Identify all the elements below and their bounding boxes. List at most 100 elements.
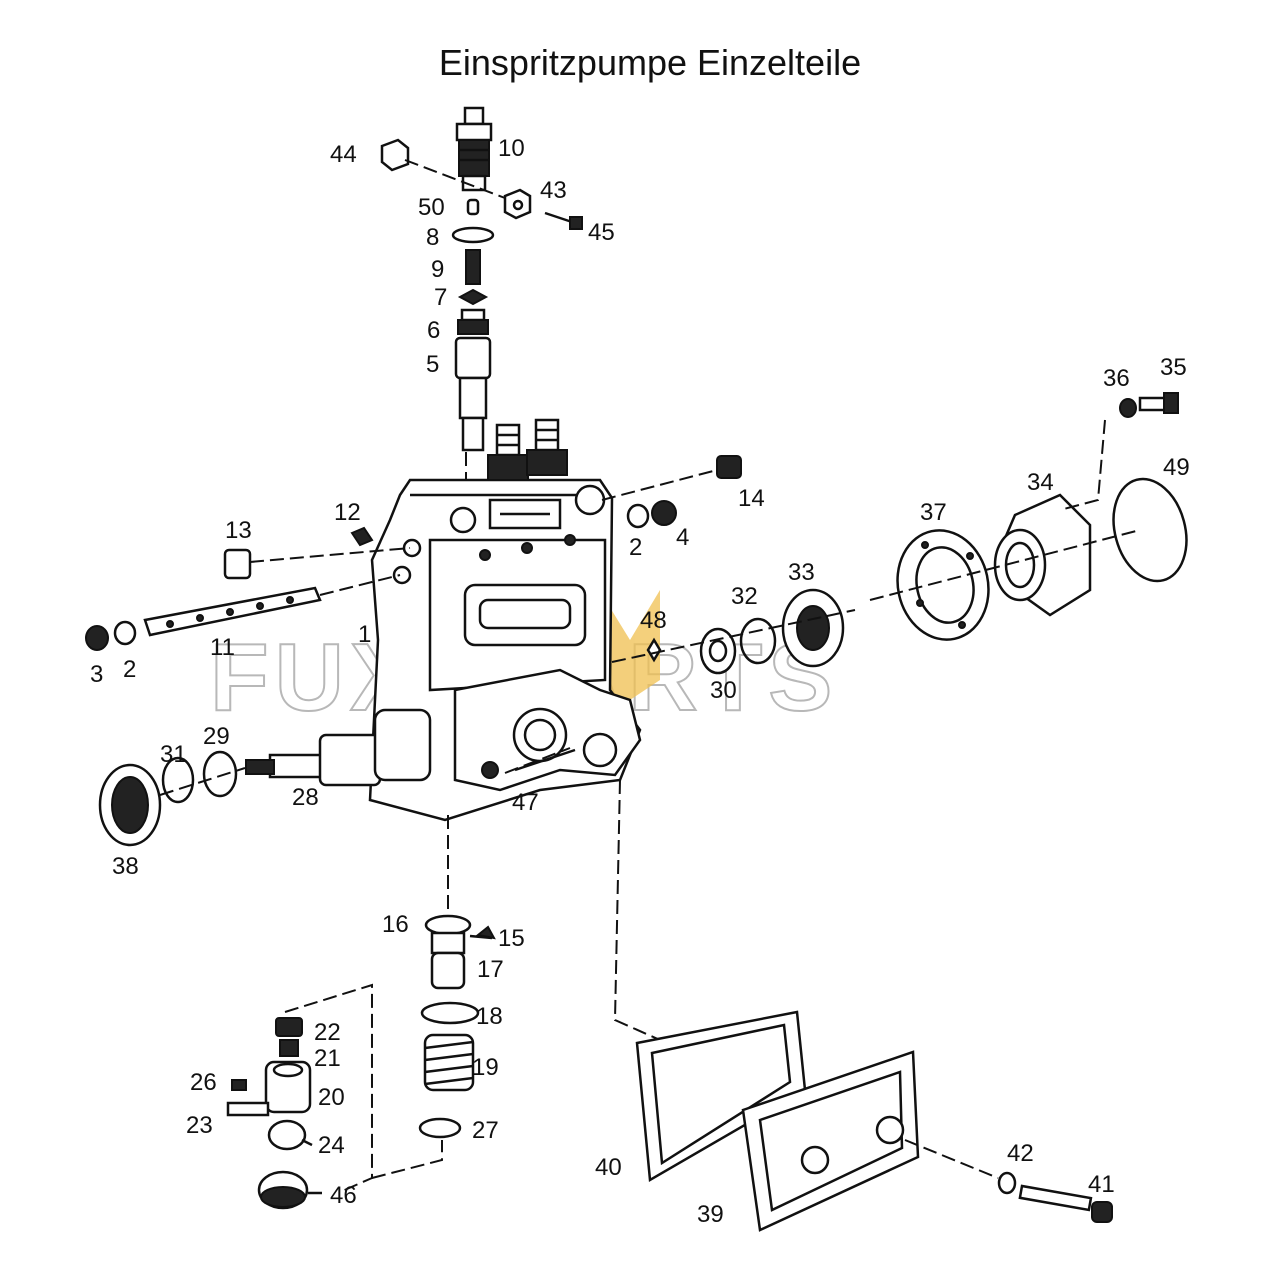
bolt-41 [1018,1184,1113,1223]
plunger-5 [454,336,492,452]
callout-dashes [301,934,493,1195]
callout-7: 7 [434,284,447,311]
callout-43: 43 [540,177,567,204]
callout-28: 28 [292,784,319,811]
clamp-block-43 [503,188,532,220]
callout-35: 35 [1160,354,1187,381]
callout-47: 47 [512,789,539,816]
callout-24: 24 [318,1132,345,1159]
callout-23: 23 [186,1112,213,1139]
pump-housing [368,478,642,822]
callout-42: 42 [1007,1140,1034,1167]
primer-body-20 [264,1060,312,1114]
end-cover-34 [993,493,1092,617]
callout-2-right: 2 [629,534,642,561]
callout-13: 13 [225,517,252,544]
seal-ring-42 [997,1171,1017,1195]
pin-48 [646,637,662,663]
callout-44: 44 [330,141,357,168]
screw-14 [716,455,742,479]
guide-17 [430,951,466,990]
clamp-block-44 [380,138,410,172]
callout-16: 16 [382,911,409,938]
spring-seat-18 [420,1001,480,1025]
shim-29 [202,750,238,798]
callout-36: 36 [1103,365,1130,392]
callout-29: 29 [203,723,230,750]
washer-7 [457,288,489,306]
spring-9 [465,249,481,285]
spring-21 [279,1039,299,1057]
ring-24 [267,1119,307,1151]
callout-18: 18 [476,1003,503,1030]
callout-41: 41 [1088,1171,1115,1198]
pressure-connector-left [487,423,529,481]
valve-50 [466,198,480,216]
shim-31 [161,756,195,804]
cover-plate-39 [741,1050,920,1232]
washer-36 [1119,398,1137,418]
callout-30: 30 [710,677,737,704]
callout-31: 31 [160,741,187,768]
callout-48: 48 [640,607,667,634]
gasket-37 [896,529,990,641]
callout-40: 40 [595,1154,622,1181]
callout-38: 38 [112,853,139,880]
callout-labels: 1 2 2 3 4 5 6 7 8 9 10 11 12 13 14 15 16… [90,135,1190,1228]
callout-19: 19 [472,1054,499,1081]
plug-46 [257,1170,309,1210]
callout-21: 21 [314,1045,341,1072]
callout-37: 37 [920,499,947,526]
callout-14: 14 [738,485,765,512]
callout-1: 1 [358,621,371,648]
cap-22 [275,1017,303,1037]
callout-34: 34 [1027,469,1054,496]
o-ring-49 [1112,477,1188,583]
screw-12 [350,526,374,547]
callout-5: 5 [426,351,439,378]
washer-2-right [626,503,650,529]
delivery-valve-holder [455,106,493,192]
callout-2-left: 2 [123,656,136,683]
roller-tappet-16 [424,914,472,955]
spring-plate-27 [418,1117,462,1139]
callout-9: 9 [431,256,444,283]
callout-20: 20 [318,1084,345,1111]
callout-26: 26 [190,1069,217,1096]
callout-27: 27 [472,1117,499,1144]
callout-39: 39 [697,1201,724,1228]
callout-17: 17 [477,956,504,983]
nut-4 [651,500,677,526]
callout-11: 11 [210,634,235,661]
shim-32 [739,617,777,665]
washer-2-left [113,620,137,646]
callout-6: 6 [427,317,440,344]
callout-12: 12 [334,499,361,526]
o-ring-8 [451,226,495,244]
pin-26 [231,1079,247,1091]
callout-45: 45 [588,219,615,246]
shim-30 [699,627,737,675]
callout-10: 10 [498,135,525,162]
screw-35 [1138,392,1179,414]
nut-3-left [85,625,109,651]
screw-45 [544,211,583,230]
callout-22: 22 [314,1019,341,1046]
callout-33: 33 [788,559,815,586]
screw-13 [223,548,252,580]
pressure-connector-right [526,418,568,476]
callout-46: 46 [330,1182,357,1209]
callout-4: 4 [676,524,689,551]
control-rack-11 [143,586,322,637]
spring-19 [423,1033,475,1092]
callout-15: 15 [498,925,525,952]
callout-49: 49 [1163,454,1190,481]
pin-23 [226,1101,270,1117]
page-title: Einspritzpumpe Einzelteile [438,42,862,83]
callout-32: 32 [731,583,758,610]
callout-8: 8 [426,224,439,251]
callout-3: 3 [90,661,103,688]
valve-seat-6 [457,308,489,335]
callout-50: 50 [418,194,445,221]
